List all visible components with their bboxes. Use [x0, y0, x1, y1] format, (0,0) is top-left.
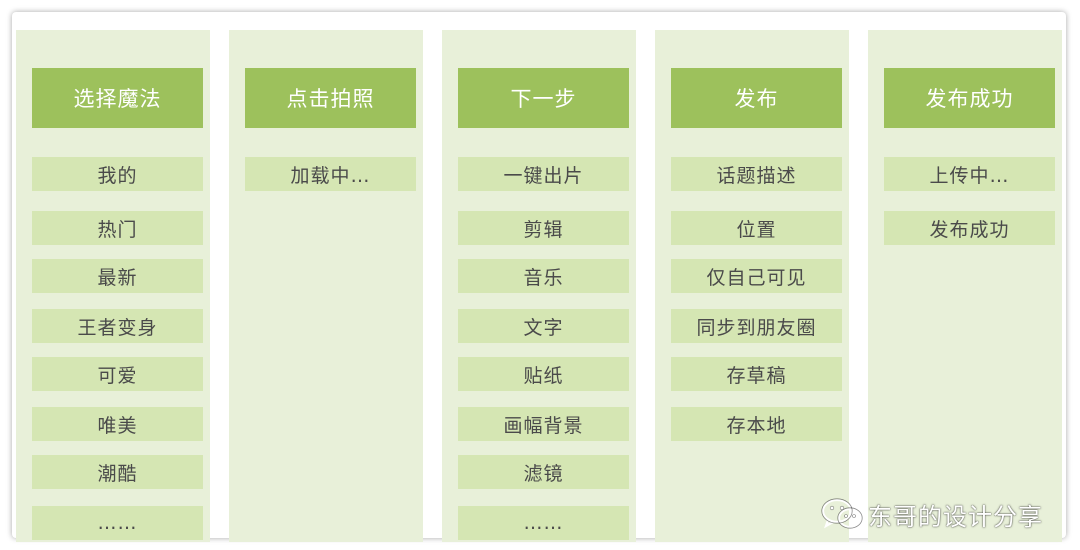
- flow-item: 王者变身: [32, 309, 203, 343]
- watermark-text: 东哥的设计分享: [868, 502, 1043, 531]
- flow-item: 存草稿: [671, 357, 842, 391]
- flow-item: 剪辑: [458, 211, 629, 245]
- column-header: 选择魔法: [32, 68, 203, 128]
- flow-item: 画幅背景: [458, 407, 629, 441]
- column-next-step: 下一步 一键出片 剪辑 音乐 文字 贴纸 画幅背景 滤镜 ……: [442, 30, 636, 542]
- flow-item: ……: [32, 506, 203, 540]
- flow-item: 滤镜: [458, 455, 629, 489]
- flow-item: 我的: [32, 157, 203, 191]
- column-publish: 发布 话题描述 位置 仅自己可见 同步到朋友圈 存草稿 存本地: [655, 30, 849, 542]
- flow-item: 存本地: [671, 407, 842, 441]
- column-header: 点击拍照: [245, 68, 416, 128]
- flow-item: 最新: [32, 259, 203, 293]
- flow-item: 热门: [32, 211, 203, 245]
- flow-item: 上传中…: [884, 157, 1055, 191]
- column-header: 发布: [671, 68, 842, 128]
- flow-item: 仅自己可见: [671, 259, 842, 293]
- flow-item: 可爱: [32, 357, 203, 391]
- watermark: 东哥的设计分享: [820, 494, 1043, 534]
- wechat-icon: [821, 498, 863, 532]
- column-header: 下一步: [458, 68, 629, 128]
- column-take-photo: 点击拍照 加载中…: [229, 30, 423, 542]
- column-publish-success: 发布成功 上传中… 发布成功: [868, 30, 1062, 542]
- flow-item: 音乐: [458, 259, 629, 293]
- flow-item: 话题描述: [671, 157, 842, 191]
- flow-item: 贴纸: [458, 357, 629, 391]
- column-select-magic: 选择魔法 我的 热门 最新 王者变身 可爱 唯美 潮酷 ……: [16, 30, 210, 542]
- flow-item: 同步到朋友圈: [671, 309, 842, 343]
- flow-item: 加载中…: [245, 157, 416, 191]
- flow-item: 文字: [458, 309, 629, 343]
- flow-item: 潮酷: [32, 455, 203, 489]
- column-header: 发布成功: [884, 68, 1055, 128]
- flow-item: 一键出片: [458, 157, 629, 191]
- flow-item: 发布成功: [884, 211, 1055, 245]
- flow-item: ……: [458, 506, 629, 540]
- flow-item: 唯美: [32, 407, 203, 441]
- diagram-frame: 选择魔法 我的 热门 最新 王者变身 可爱 唯美 潮酷 …… 点击拍照 加载中……: [12, 12, 1066, 542]
- flow-item: 位置: [671, 211, 842, 245]
